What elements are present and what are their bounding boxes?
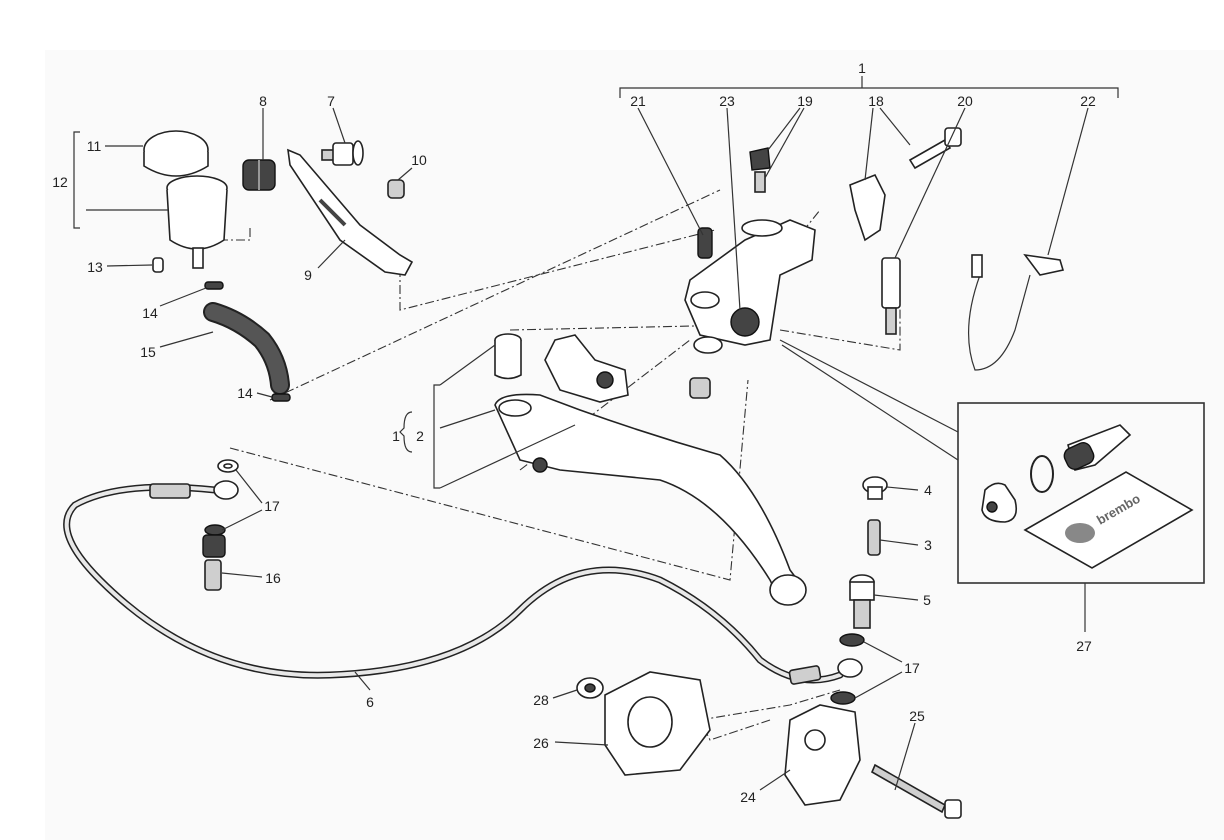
slave-cylinder-24: [784, 704, 861, 806]
left-bracket-1-2: [399, 344, 576, 489]
bleed-valve-3: [867, 519, 881, 556]
callout-26: 26: [533, 735, 549, 751]
bleeder-21: [697, 227, 713, 259]
leader-lines: [73, 107, 1089, 791]
clamp-14-top: [204, 281, 224, 290]
callout-27: 27: [1076, 638, 1092, 654]
callout-1: 1: [858, 60, 866, 76]
banjo-bolt-16: [202, 534, 226, 591]
clutch-lever: [494, 393, 807, 606]
callout-15: 15: [140, 344, 156, 360]
washer-17-lower: [830, 633, 865, 705]
bracket-9: [287, 148, 414, 276]
callout-22: 22: [1080, 93, 1096, 109]
pin-20: [881, 257, 901, 335]
callout-4: 4: [924, 482, 932, 498]
clip-13: [152, 257, 164, 273]
callout-25: 25: [909, 708, 925, 724]
seal-28: [576, 677, 604, 699]
banjo-bolt-5: [849, 574, 875, 629]
callout-10: 10: [411, 152, 427, 168]
callout-7: 7: [327, 93, 335, 109]
callout-14-top: 14: [142, 305, 158, 321]
callout-16: 16: [265, 570, 281, 586]
reservoir: [166, 175, 228, 269]
callout-12: 12: [52, 174, 68, 190]
callout-9: 9: [304, 267, 312, 283]
clamp-18: [849, 173, 886, 242]
callout-21: 21: [630, 93, 646, 109]
callout-1-left: 1: [392, 428, 400, 444]
callout-18: 18: [868, 93, 884, 109]
callout-6: 6: [366, 694, 374, 710]
rubber-mount-8: [242, 159, 276, 191]
callout-17-right: 17: [904, 660, 920, 676]
callout-23: 23: [719, 93, 735, 109]
nut-lower: [689, 377, 711, 399]
clamp-14-bottom: [271, 393, 291, 402]
repair-kit-box-27: brembo: [779, 339, 1205, 632]
screw-7: [321, 140, 364, 166]
callout-8: 8: [259, 93, 267, 109]
callout-24: 24: [740, 789, 756, 805]
reservoir-hose-15: [203, 302, 290, 395]
reservoir-cap: [143, 130, 209, 177]
callout-20: 20: [957, 93, 973, 109]
bushing: [494, 333, 522, 380]
callout-11: 11: [87, 138, 102, 154]
callout-17-left: 17: [264, 498, 280, 514]
callouts: 1 21 23 19 18 20 22 8 7 10 11 12 13 9 14…: [52, 60, 1096, 805]
callout-5: 5: [923, 592, 931, 608]
switch-22: [968, 253, 1065, 371]
clutch-hose-6: [63, 480, 863, 685]
callout-3: 3: [924, 537, 932, 553]
callout-28: 28: [533, 692, 549, 708]
bolt-25: [870, 763, 962, 819]
callout-13: 13: [87, 259, 103, 275]
callout-14-bottom: 14: [237, 385, 253, 401]
adjuster: [544, 334, 629, 403]
callout-2: 2: [416, 428, 424, 444]
washer-17-top: [217, 459, 239, 473]
assembly-bracket: [619, 76, 1119, 98]
master-cylinder-body: [684, 219, 816, 354]
callout-19: 19: [797, 93, 813, 109]
cover-26: [604, 671, 711, 776]
bleed-cap-4: [862, 476, 888, 500]
nut-10: [387, 179, 405, 199]
